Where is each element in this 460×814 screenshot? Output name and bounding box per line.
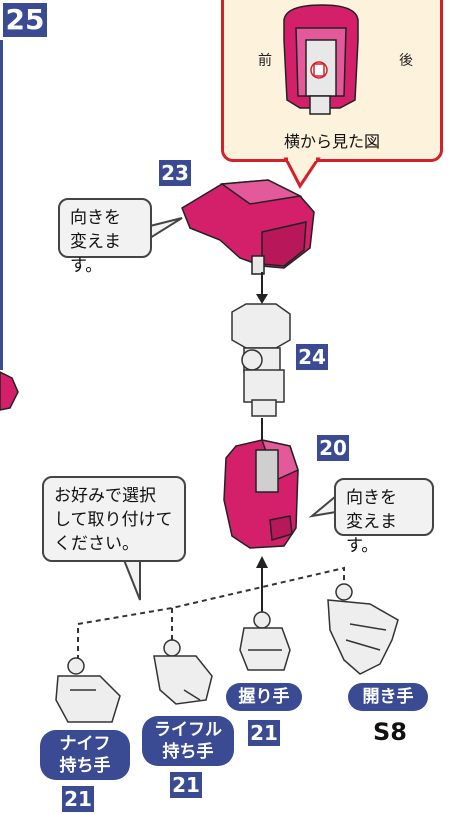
callout-line: 変えます。 — [346, 512, 397, 556]
hand-label-knife: ナイフ 持ち手 — [40, 730, 130, 780]
forearm-part — [223, 438, 299, 549]
front-label: 前 — [258, 53, 272, 69]
rotate-callout-right: 向きを 変えます。 — [334, 478, 434, 556]
callout-tail-choose — [122, 559, 141, 601]
shoulder-armor-part — [181, 179, 315, 275]
knife-grip-hand — [55, 657, 121, 723]
rifle-grip-hand — [153, 639, 213, 705]
hand-label-line: 開き手 — [362, 687, 414, 707]
adjacent-part-fragment — [0, 371, 19, 411]
part-number-24: 24 — [296, 344, 328, 370]
hand-part-number-knife: 21 — [62, 786, 94, 812]
upper-arm-part — [231, 303, 291, 417]
callout-line: 変えます。 — [70, 232, 121, 276]
hand-part-number-open: S8 — [373, 718, 407, 746]
side-view-part — [283, 4, 359, 115]
hand-selection-bracket — [77, 566, 345, 660]
callout-tail-top — [149, 217, 183, 240]
callout-line: 向きを — [70, 208, 121, 228]
hand-label-fist: 握り手 — [226, 683, 302, 711]
callout-tail-right — [308, 493, 337, 518]
part-number-23: 23 — [159, 160, 191, 186]
callout-line: ください。 — [54, 534, 139, 554]
hand-label-line: 握り手 — [238, 687, 290, 707]
left-border-line — [0, 40, 3, 370]
detail-box-pointer — [283, 157, 321, 189]
choose-hand-callout: お好みで選択 して取り付けて ください。 — [42, 476, 186, 562]
back-label: 後 — [399, 53, 413, 69]
hand-label-open: 開き手 — [348, 683, 428, 711]
hand-label-line: ナイフ — [59, 734, 111, 754]
step-number-badge: 25 — [3, 3, 47, 37]
side-view-caption: 横から見た図 — [283, 132, 380, 151]
callout-line: して取り付けて — [54, 510, 173, 530]
part-number-20: 20 — [317, 435, 349, 461]
open-hand — [327, 583, 399, 675]
callout-line: 向きを — [346, 488, 397, 508]
hand-part-number-fist: 21 — [248, 720, 280, 746]
hand-label-line: 持ち手 — [162, 742, 214, 762]
callout-line: お好みで選択 — [54, 486, 156, 506]
hand-label-rifle: ライフル 持ち手 — [142, 716, 234, 766]
hand-label-line: ライフル — [154, 720, 222, 740]
hand-part-number-rifle: 21 — [170, 772, 202, 798]
fist-hand — [239, 611, 291, 671]
hand-label-line: 持ち手 — [59, 756, 111, 776]
rotate-callout-top: 向きを 変えます。 — [58, 198, 152, 276]
